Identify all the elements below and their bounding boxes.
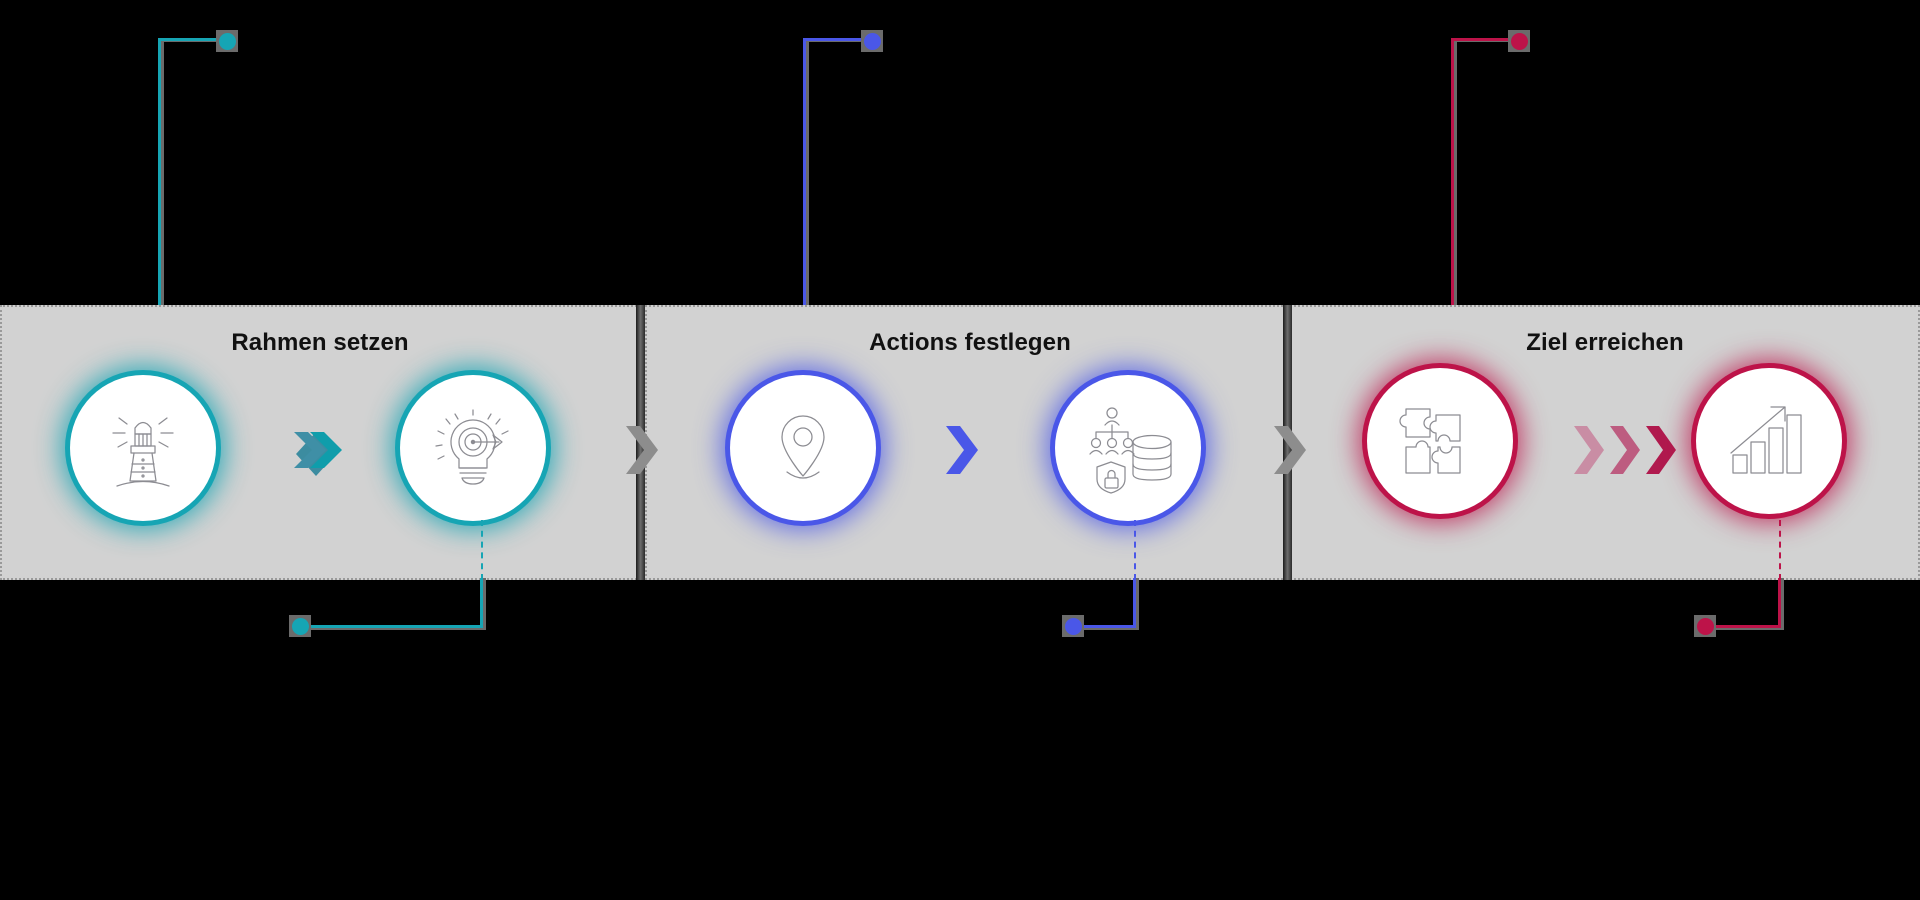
connector-line-vertical xyxy=(1133,578,1136,628)
growth-chart-icon xyxy=(1723,395,1815,487)
chevron-group-3 xyxy=(1570,422,1684,478)
connector-marker xyxy=(1508,30,1530,52)
step-badge-lightbulb-target[interactable] xyxy=(400,375,546,521)
connector-line-vertical xyxy=(803,38,806,308)
chevron-right-icon xyxy=(946,426,978,474)
step-badge-growth-chart[interactable] xyxy=(1696,368,1842,514)
chevron-right-icon xyxy=(1646,426,1676,474)
phase-title-2: Actions festlegen xyxy=(869,329,1071,356)
step-badge-map-pin[interactable] xyxy=(730,375,876,521)
phase-title-1: Rahmen setzen xyxy=(231,329,409,356)
marker-dot xyxy=(219,33,236,50)
connector-shadow xyxy=(160,38,164,308)
connector-marker xyxy=(1694,615,1716,637)
map-pin-icon xyxy=(757,402,849,494)
chevron-right-icon xyxy=(1610,426,1640,474)
marker-dot xyxy=(292,618,309,635)
connector-line-horizontal xyxy=(1078,625,1136,628)
phase-title-3: Ziel erreichen xyxy=(1526,329,1684,356)
chevron-right-icon xyxy=(1274,426,1306,474)
connector-marker xyxy=(216,30,238,52)
chevron-right-icon xyxy=(1574,426,1604,474)
connector-shadow xyxy=(1780,578,1784,630)
step-badge-team-database[interactable] xyxy=(1055,375,1201,521)
marker-dot xyxy=(1511,33,1528,50)
connector-dashed-head xyxy=(1779,520,1781,580)
chevron-group-2 xyxy=(940,420,982,480)
step-badge-lighthouse[interactable] xyxy=(70,375,216,521)
connector-shadow xyxy=(482,578,486,630)
connector-shadow xyxy=(1453,38,1457,308)
connector-dashed-head xyxy=(481,520,483,580)
connector-line-horizontal xyxy=(1710,625,1781,628)
connector-shadow xyxy=(805,38,809,308)
chevron-separator-2 xyxy=(1268,420,1310,480)
lightbulb-target-icon xyxy=(427,402,519,494)
puzzle-icon xyxy=(1392,393,1488,489)
connector-line-horizontal xyxy=(803,38,865,41)
chevron-group-1 xyxy=(288,418,350,482)
connector-shadow xyxy=(307,626,484,630)
lighthouse-icon xyxy=(97,402,189,494)
connector-line-vertical xyxy=(480,578,483,628)
marker-dot xyxy=(864,33,881,50)
connector-shadow xyxy=(1080,626,1137,630)
marker-dot xyxy=(1697,618,1714,635)
connector-line-vertical xyxy=(158,38,161,308)
marker-dot xyxy=(1065,618,1082,635)
chevron-double-icon xyxy=(294,432,342,476)
connector-marker xyxy=(861,30,883,52)
connector-marker xyxy=(1062,615,1084,637)
connector-marker xyxy=(289,615,311,637)
chevron-separator-1 xyxy=(620,420,662,480)
chevron-right-icon xyxy=(626,426,658,474)
connector-shadow xyxy=(1135,578,1139,630)
connector-shadow xyxy=(1712,626,1782,630)
connector-line-vertical xyxy=(1778,578,1781,628)
connector-line-vertical xyxy=(1451,38,1454,308)
connector-line-horizontal xyxy=(158,38,220,41)
connector-dashed-head xyxy=(1134,520,1136,580)
connector-line-horizontal xyxy=(305,625,483,628)
team-database-security-icon xyxy=(1080,400,1176,496)
connector-line-horizontal xyxy=(1451,38,1513,41)
step-badge-puzzle[interactable] xyxy=(1367,368,1513,514)
